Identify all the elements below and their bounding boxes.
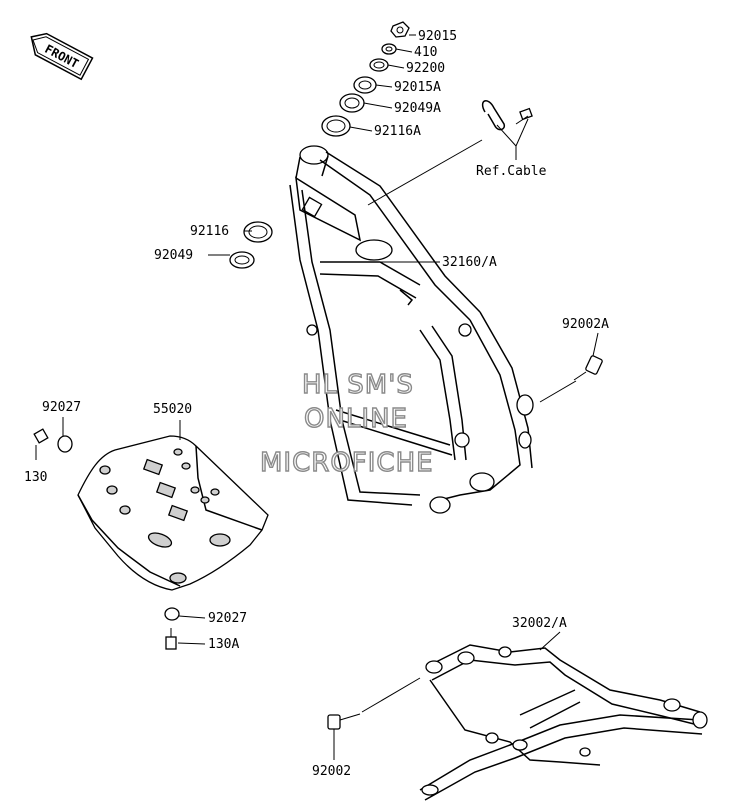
callout-92116: 92116 xyxy=(190,224,229,239)
callout-92002: 92002 xyxy=(312,764,351,779)
callout-92027-top: 92027 xyxy=(42,400,81,415)
sub-frame xyxy=(419,644,708,801)
watermark-line-3: MICROFICHE xyxy=(260,448,434,478)
callout-130: 130 xyxy=(24,470,47,485)
leader-lines xyxy=(35,34,599,760)
callout-92027-bottom: 92027 xyxy=(208,611,247,626)
watermark-line-2: ONLINE xyxy=(304,404,408,434)
race-92049A xyxy=(339,93,365,113)
bolt-130 xyxy=(33,428,49,444)
skid-plate xyxy=(77,435,269,591)
callout-labels: 92015 410 92200 92015A 92049A 92116A Ref… xyxy=(24,29,609,779)
collar-92027-top xyxy=(57,435,73,453)
callout-92049: 92049 xyxy=(154,248,193,263)
callout-32160A: 32160/A xyxy=(442,255,497,270)
callout-92049A: 92049A xyxy=(394,101,441,116)
steering-stack xyxy=(229,21,410,269)
bolt-130A xyxy=(165,636,177,650)
main-frame xyxy=(289,145,534,514)
nut-92015A xyxy=(353,76,377,94)
callout-55020: 55020 xyxy=(153,402,192,417)
skid-bolts xyxy=(33,428,180,650)
front-arrow-badge: FRONT xyxy=(30,32,94,81)
callout-32002A: 32002/A xyxy=(512,616,567,631)
callout-92002A: 92002A xyxy=(562,317,609,332)
bearing-92116A xyxy=(321,115,351,137)
callout-92200: 92200 xyxy=(406,61,445,76)
watermark-line-1: HL SM'S xyxy=(302,370,414,400)
washer-410 xyxy=(381,43,397,55)
collar-92027-bottom xyxy=(164,607,180,621)
bearing-92116 xyxy=(243,221,273,243)
bolt-92002A xyxy=(573,355,603,381)
callout-92015A: 92015A xyxy=(394,80,441,95)
washer-92200 xyxy=(369,58,389,72)
callout-130A: 130A xyxy=(208,637,239,652)
callout-ref-cable: Ref.Cable xyxy=(476,164,547,179)
nut-92015 xyxy=(390,21,410,38)
race-92049 xyxy=(229,251,255,269)
watermark: HL SM'S ONLINE MICROFICHE xyxy=(259,369,434,478)
cable-clip xyxy=(481,100,533,131)
bolt-92002 xyxy=(327,713,361,730)
callout-92015: 92015 xyxy=(418,29,457,44)
callout-410: 410 xyxy=(414,45,437,60)
callout-92116A: 92116A xyxy=(374,124,421,139)
